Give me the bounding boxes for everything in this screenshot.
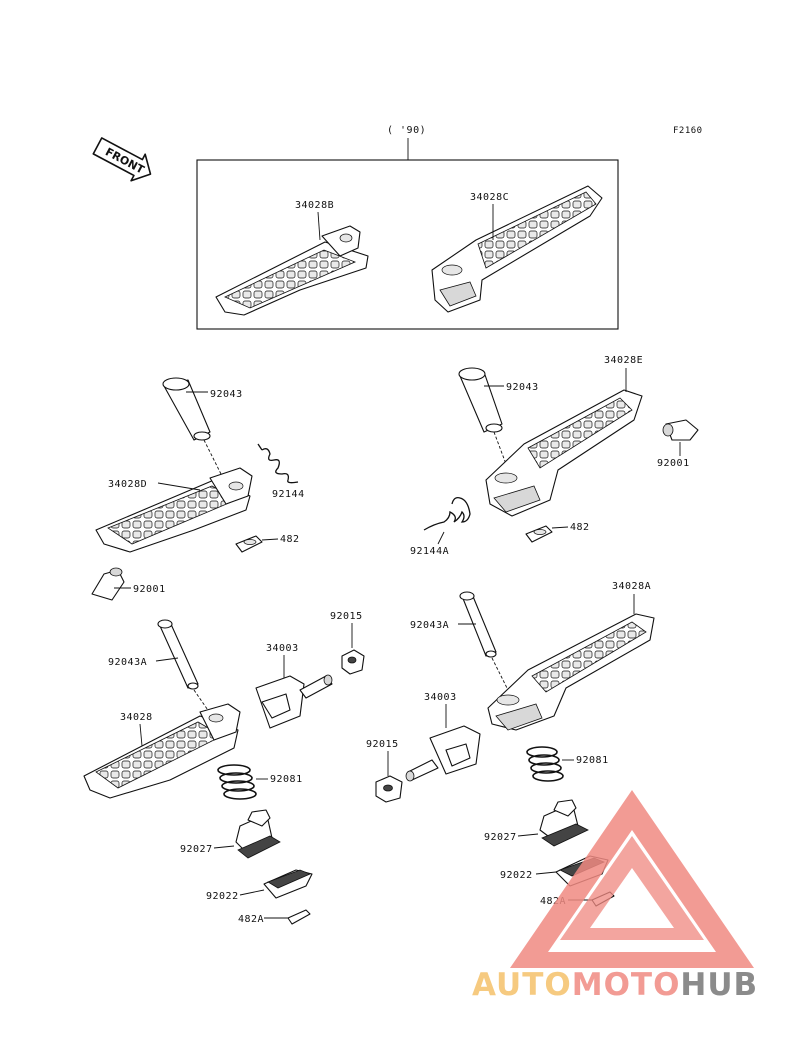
label-92081-left: 92081 bbox=[270, 774, 303, 785]
label-34028E: 34028E bbox=[604, 355, 643, 366]
label-34028A: 34028A bbox=[612, 581, 651, 592]
washer-482-left bbox=[235, 535, 263, 553]
watermark-triangle-icon bbox=[510, 790, 754, 968]
cover-92027-left bbox=[235, 809, 281, 859]
label-92027-right: 92027 bbox=[484, 832, 517, 843]
label-92022-right: 92022 bbox=[500, 870, 533, 881]
spring-92144A bbox=[423, 496, 471, 531]
figure-code: F2160 bbox=[673, 126, 703, 136]
label-92027-left: 92027 bbox=[180, 844, 213, 855]
pin-92043A-left bbox=[157, 619, 199, 690]
label-482A-right: 482A bbox=[540, 896, 566, 907]
label-92144-left: 92144 bbox=[272, 489, 305, 500]
cover-92027-right bbox=[539, 799, 589, 847]
label-92001-right: 92001 bbox=[657, 458, 690, 469]
label-92043A-left: 92043A bbox=[108, 657, 147, 668]
watermark-moto: MOTO bbox=[572, 967, 681, 1003]
pin-92043-right bbox=[458, 367, 503, 433]
spring-92144-left bbox=[257, 443, 299, 484]
label-34028D: 34028D bbox=[108, 479, 147, 490]
label-92081-right: 92081 bbox=[576, 755, 609, 766]
label-482-right: 482 bbox=[570, 522, 590, 533]
label-92015-right: 92015 bbox=[366, 739, 399, 750]
bracket-34003-right bbox=[405, 725, 481, 782]
label-92144A: 92144A bbox=[410, 546, 449, 557]
footpeg-34028D bbox=[95, 467, 253, 553]
svg-text:AUTOMOTOHUB: AUTOMOTOHUB bbox=[472, 967, 758, 1003]
spring-92081-right bbox=[526, 746, 564, 782]
pin-92043-left bbox=[162, 377, 211, 441]
label-34003-left: 34003 bbox=[266, 643, 299, 654]
footpeg-34028B bbox=[215, 225, 369, 316]
front-arrow-icon: FRONT bbox=[92, 137, 152, 182]
label-482A-left: 482A bbox=[238, 914, 264, 925]
label-34028: 34028 bbox=[120, 712, 153, 723]
label-92001-left: 92001 bbox=[133, 584, 166, 595]
label-34028C: 34028C bbox=[470, 192, 509, 203]
stopper-92001-right bbox=[662, 419, 699, 441]
label-482-left: 482 bbox=[280, 534, 300, 545]
watermark-hub: HUB bbox=[680, 967, 758, 1003]
footpeg-34028A bbox=[487, 613, 655, 731]
label-92043-right: 92043 bbox=[506, 382, 539, 393]
variant-box bbox=[196, 159, 619, 330]
plate-92022-left bbox=[263, 869, 313, 899]
footpeg-34028C bbox=[431, 185, 603, 313]
pin-92043A-right bbox=[459, 591, 497, 658]
footpeg-34028 bbox=[83, 703, 241, 799]
label-34003-right: 34003 bbox=[424, 692, 457, 703]
nut-92015-right bbox=[375, 775, 403, 803]
spring-92081-left bbox=[217, 764, 257, 800]
watermark-auto: AUTO bbox=[472, 967, 572, 1003]
label-92015-left: 92015 bbox=[330, 611, 363, 622]
nut-92015-left bbox=[341, 649, 365, 675]
label-92022-left: 92022 bbox=[206, 891, 239, 902]
year-label: ( '90) bbox=[387, 125, 426, 136]
label-92043A-right: 92043A bbox=[410, 620, 449, 631]
bracket-34003-left bbox=[255, 674, 333, 729]
automotohub-watermark: AUTOMOTOHUB bbox=[472, 790, 758, 1003]
label-92043-left: 92043 bbox=[210, 389, 243, 400]
washer-482A-left bbox=[287, 909, 311, 925]
washer-482-right bbox=[525, 525, 553, 543]
stopper-92001-left bbox=[91, 567, 125, 601]
footpeg-34028E bbox=[485, 389, 643, 517]
label-34028B: 34028B bbox=[295, 200, 334, 211]
